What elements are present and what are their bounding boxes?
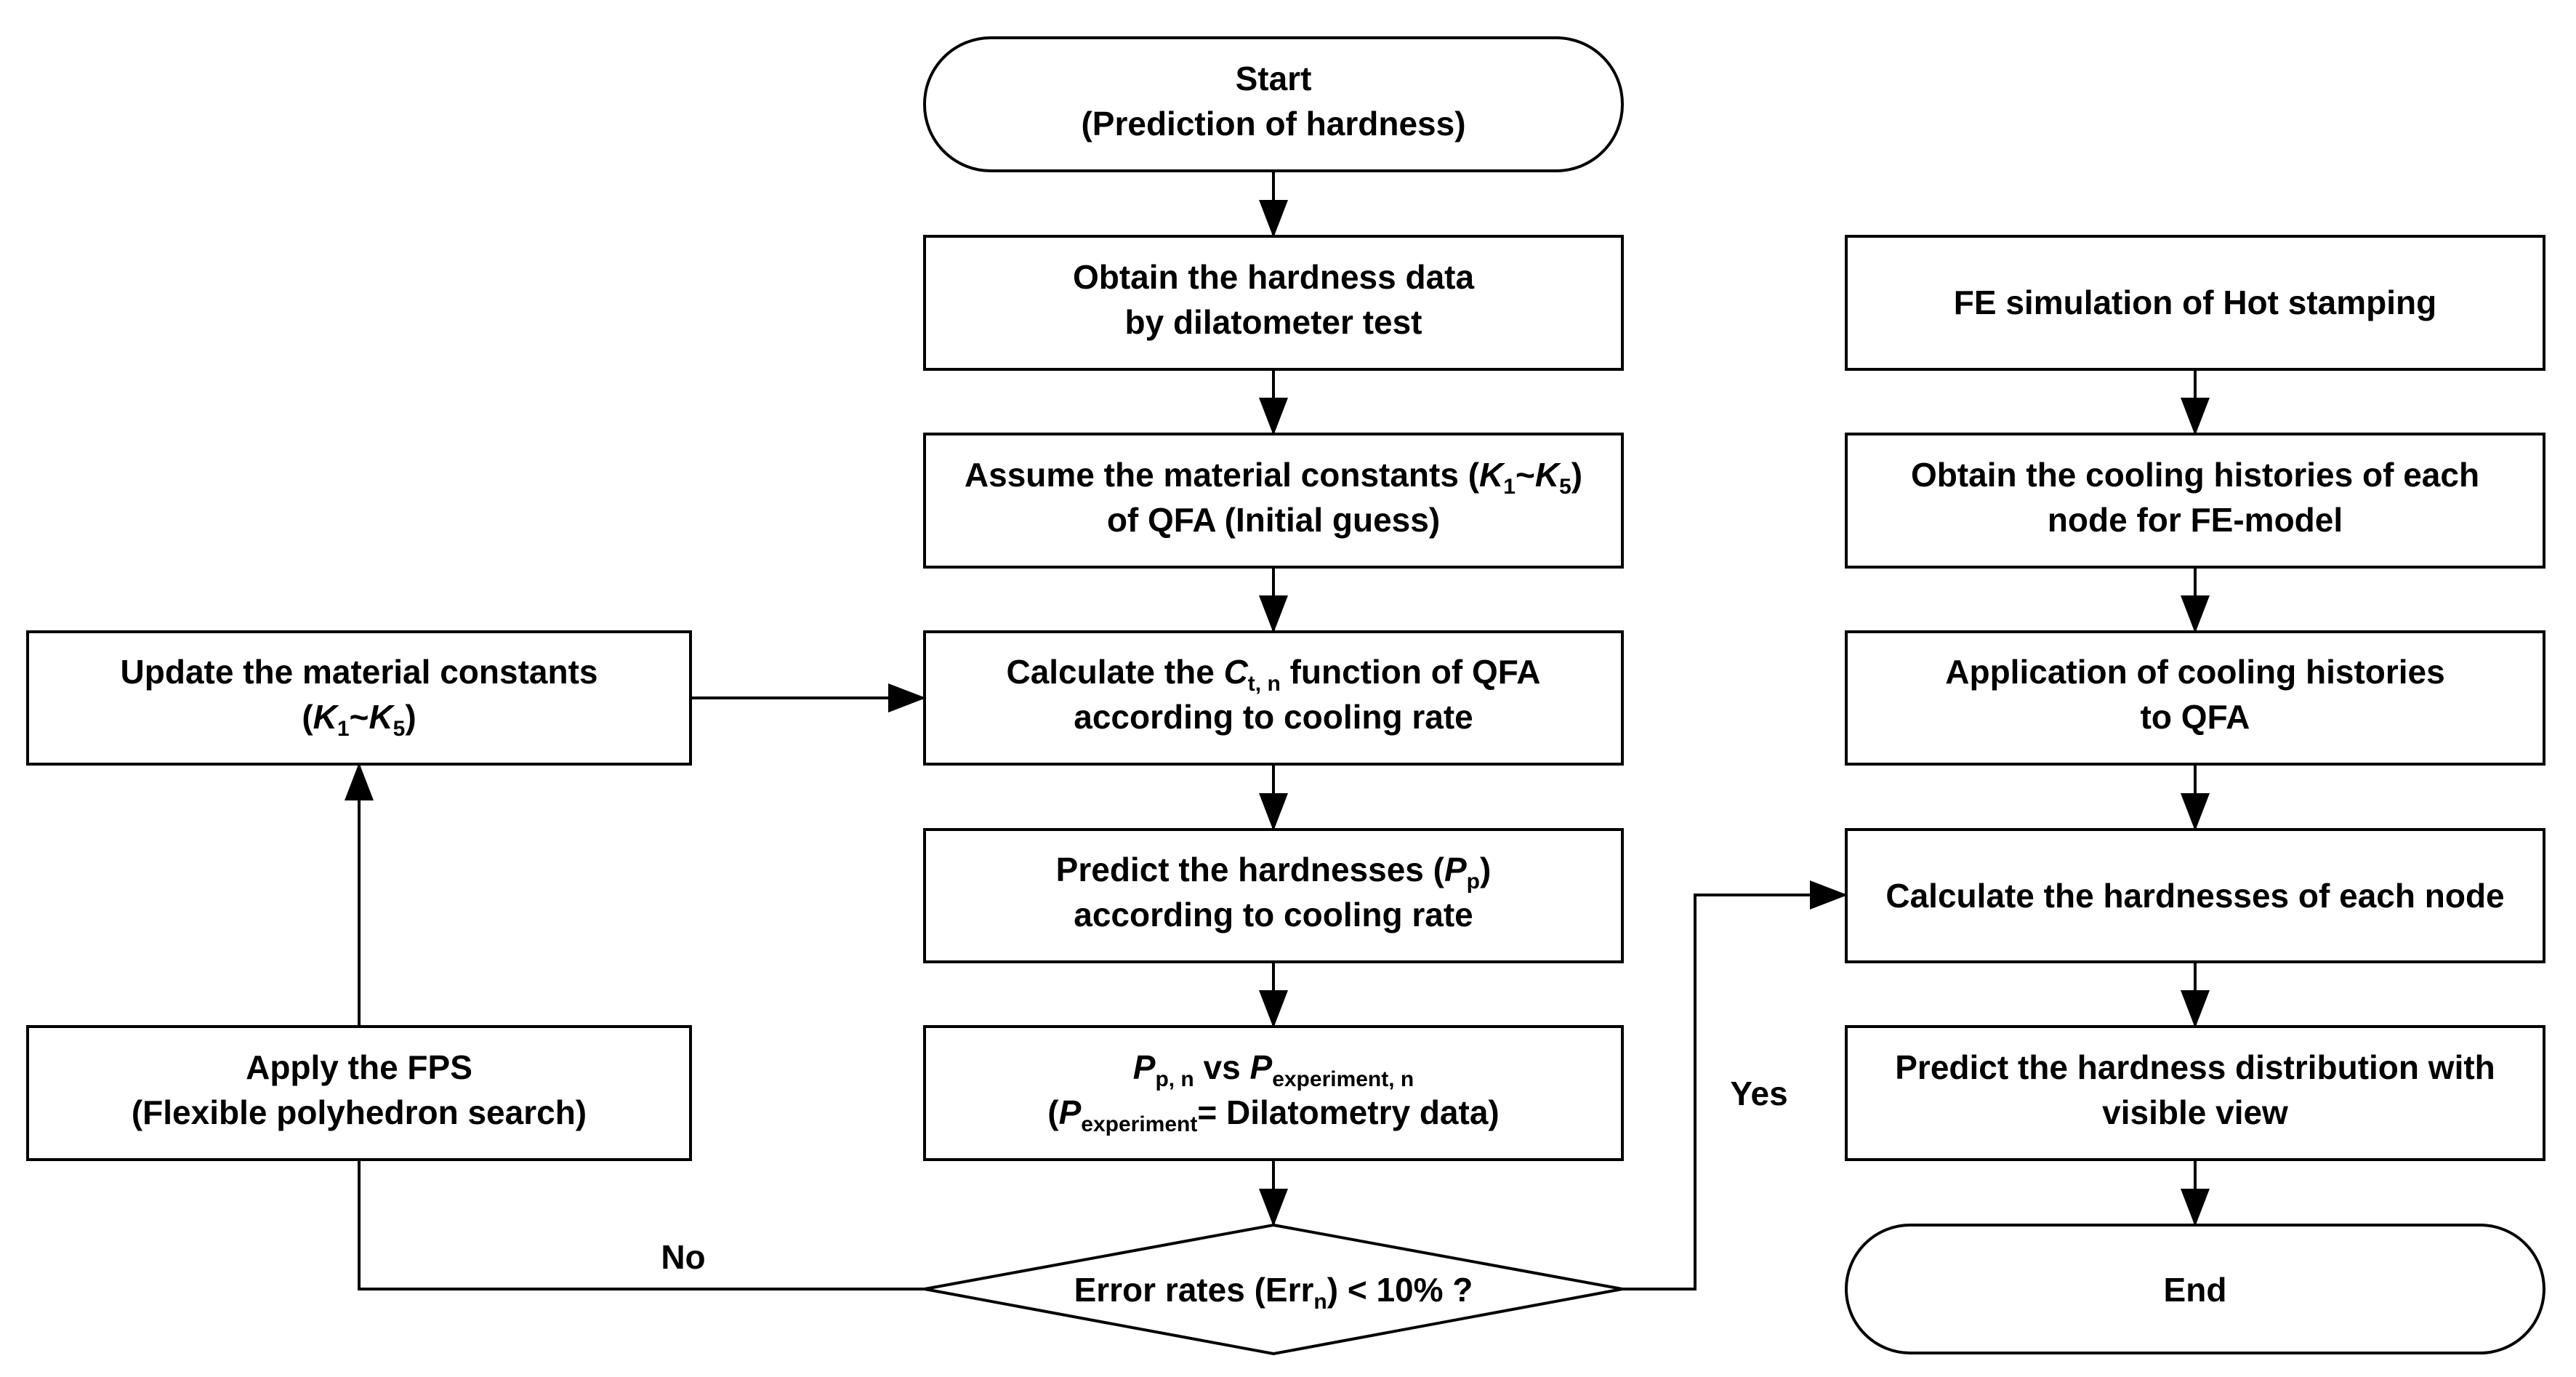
node-calculate-ctn: Calculate the Ct, n function of QFA acco… (923, 630, 1624, 766)
apply-fps-line1: Apply the FPS (246, 1048, 472, 1086)
application-line1: Application of cooling histories (1945, 653, 2444, 691)
node-start: Start (Prediction of hardness) (923, 36, 1624, 172)
apply-fps-line2: (Flexible polyhedron search) (132, 1093, 587, 1131)
node-apply-fps: Apply the FPS (Flexible polyhedron searc… (26, 1025, 692, 1161)
calculate-ctn-line1: Calculate the Ct, n function of QFA (1006, 653, 1540, 696)
node-decision: Error rates (Errn) < 10% ? (924, 1223, 1623, 1356)
compare-line1: Pp, n vs Pexperiment, n (1133, 1048, 1414, 1091)
calculate-node-line1: Calculate the hardnesses of each node (1885, 877, 2504, 915)
end-label: End (2164, 1271, 2227, 1309)
node-end: End (1845, 1224, 2545, 1354)
node-compare: Pp, n vs Pexperiment, n (Pexperiment= Di… (923, 1025, 1624, 1161)
predict-distribution-line1: Predict the hardness distribution with (1895, 1048, 2495, 1086)
predict-distribution-line2: visible view (2102, 1093, 2288, 1131)
start-line1: Start (1236, 60, 1312, 97)
obtain-hardness-line1: Obtain the hardness data (1073, 258, 1475, 296)
update-constants-line2: (K1~K5) (302, 698, 416, 741)
obtain-cooling-line2: node for FE-model (2048, 501, 2343, 539)
node-predict-distribution: Predict the hardness distribution with v… (1845, 1025, 2545, 1161)
calculate-ctn-line2: according to cooling rate (1074, 698, 1473, 736)
predict-hardnesses-line1: Predict the hardnesses (Pp) (1056, 851, 1492, 894)
edge-decision-yes (1622, 880, 1848, 1290)
node-application: Application of cooling histories to QFA (1845, 630, 2545, 766)
compare-line2: (Pexperiment= Dilatometry data) (1047, 1093, 1500, 1136)
decision-label: Error rates (Errn) < 10% ? (1074, 1271, 1473, 1314)
edge-label-no: No (661, 1238, 705, 1276)
start-line2: (Prediction of hardness) (1081, 105, 1465, 142)
edge-label-yes: Yes (1730, 1075, 1787, 1112)
assume-constants-line1: Assume the material constants (K1~K5) (965, 456, 1582, 499)
obtain-cooling-line1: Obtain the cooling histories of each (1911, 456, 2479, 494)
fe-simulation-line1: FE simulation of Hot stamping (1954, 284, 2436, 321)
obtain-hardness-line2: by dilatometer test (1125, 303, 1422, 341)
edges (345, 171, 2210, 1290)
update-constants-line1: Update the material constants (121, 653, 598, 691)
assume-constants-line2: of QFA (Initial guess) (1107, 501, 1440, 539)
node-fe-simulation: FE simulation of Hot stamping (1845, 235, 2545, 371)
node-predict-hardnesses: Predict the hardnesses (Pp) according to… (923, 828, 1624, 963)
node-assume-constants: Assume the material constants (K1~K5) of… (923, 433, 1624, 569)
node-update-constants: Update the material constants (K1~K5) (26, 630, 692, 766)
node-obtain-hardness: Obtain the hardness data by dilatometer … (923, 235, 1624, 371)
node-calculate-node: Calculate the hardnesses of each node (1845, 828, 2545, 963)
predict-hardnesses-line2: according to cooling rate (1074, 896, 1473, 934)
node-obtain-cooling: Obtain the cooling histories of each nod… (1845, 433, 2545, 569)
application-line2: to QFA (2141, 698, 2250, 736)
